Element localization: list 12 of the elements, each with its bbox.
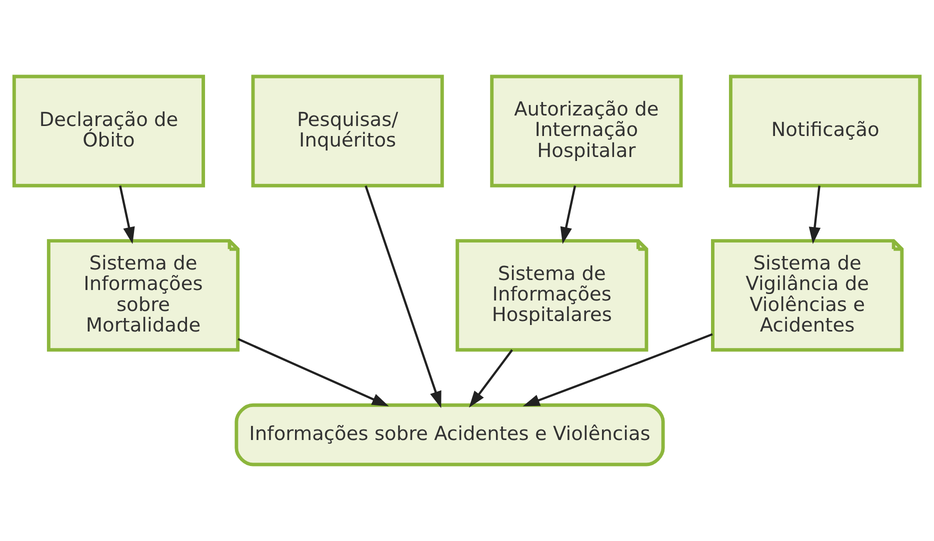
arrow	[364, 186, 442, 408]
arrow	[560, 186, 576, 244]
arrow	[808, 186, 821, 244]
node-box: Informações sobre Acidentes e Violências	[234, 403, 665, 466]
arrow	[119, 186, 135, 244]
node-box: Autorização de Internação Hospitalar	[490, 74, 683, 188]
node-box: Notificação	[728, 74, 922, 188]
arrow	[469, 349, 513, 408]
arrow	[522, 333, 713, 406]
node-box: Pesquisas/ Inquéritos	[251, 74, 444, 188]
node-box: Declaração de Óbito	[12, 74, 206, 188]
arrow	[238, 338, 389, 406]
